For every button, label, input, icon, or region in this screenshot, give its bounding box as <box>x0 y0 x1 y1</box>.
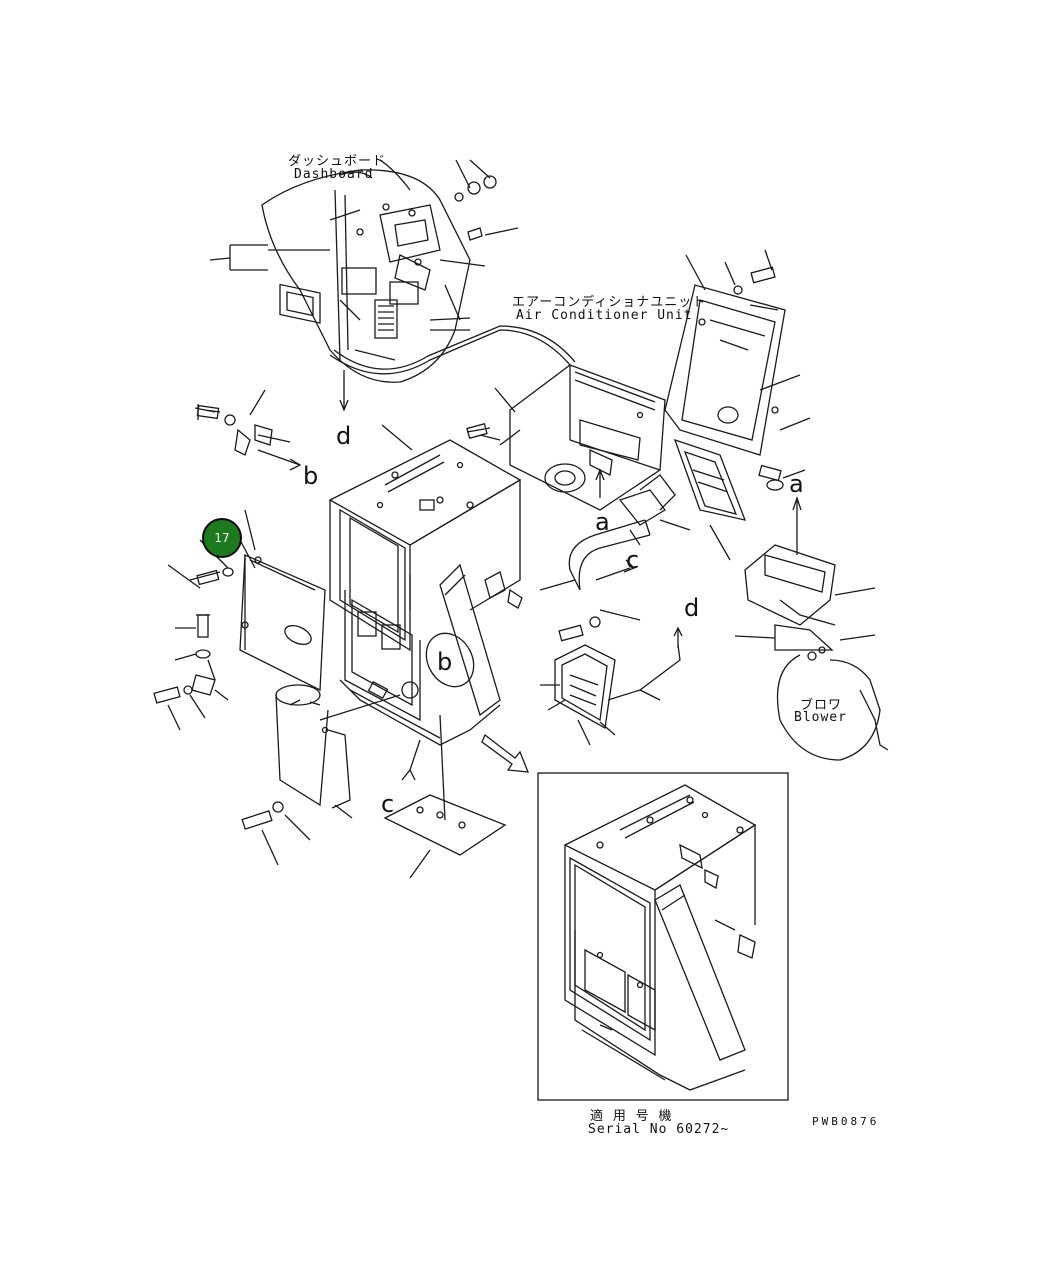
duct <box>241 684 401 866</box>
view-letter-a: a <box>595 508 611 536</box>
blower-label-en: Blower <box>794 710 847 725</box>
view-letter-c: c <box>381 790 396 818</box>
left-cover-panel <box>153 509 326 731</box>
blower-label-jp: ブロワ <box>800 698 843 713</box>
duct-hoses <box>539 474 691 642</box>
blower <box>734 544 889 761</box>
drawing-code: PWB0876 <box>812 1115 880 1128</box>
dashboard-label-jp: ダッシュボード <box>288 154 387 169</box>
part-callout-marker[interactable]: 17 <box>202 518 242 558</box>
dashboard-assembly <box>209 159 576 412</box>
view-letter-b: b <box>437 648 454 676</box>
view-letter-b: b <box>303 462 320 490</box>
view-letter-a: a <box>789 470 805 498</box>
plate-c <box>383 733 530 879</box>
serial-inset <box>537 772 789 1101</box>
dashboard-label-en: Dashboard <box>294 167 374 182</box>
bracket-left <box>194 389 302 471</box>
serial-label-en: Serial No 60272~ <box>588 1122 730 1137</box>
air-conditioner-unit <box>494 249 811 561</box>
aircon-label-en: Air Conditioner Unit <box>516 308 693 323</box>
main-console-box <box>328 423 523 821</box>
aircon-label-jp: エアーコンディショナユニット <box>512 295 707 310</box>
view-letter-c: c <box>626 546 641 574</box>
view-letter-d: d <box>336 422 353 450</box>
control-module <box>540 626 683 746</box>
view-letter-d: d <box>684 594 701 622</box>
serial-label-jp: 適 用 号 機 <box>590 1109 673 1124</box>
